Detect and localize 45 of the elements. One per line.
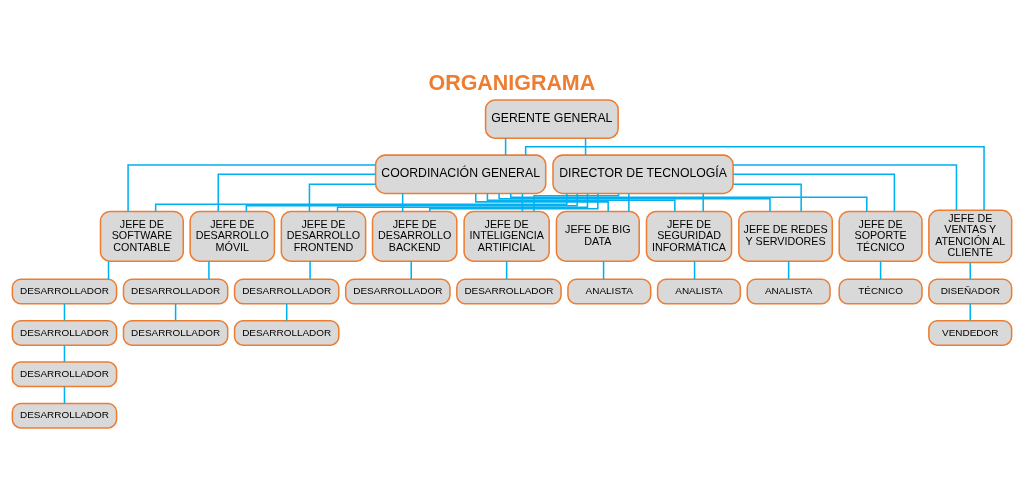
connector <box>969 303 972 322</box>
connector <box>628 192 630 213</box>
connector <box>410 260 412 280</box>
node-box: JEFE DE SOPORTE TÉCNICO <box>838 210 923 263</box>
node-box: TÉCNICO <box>838 278 923 305</box>
node-box: JEFE DE BIG DATA <box>555 210 640 263</box>
connector <box>969 261 972 280</box>
diagram-title: ORGANIGRAMA <box>428 70 596 95</box>
node-box: JEFE DE INTELIGENCIA ARTIFICIAL <box>463 210 550 263</box>
node-box: DESARROLLADOR <box>122 278 229 305</box>
node-box: DESARROLLADOR <box>233 278 340 305</box>
connector <box>309 260 311 280</box>
node-box: JEFE DE VENTAS Y ATENCIÓN AL CLIENTE <box>928 209 1013 264</box>
node-box: VENDEDOR <box>928 319 1013 346</box>
connector <box>702 192 704 213</box>
node-box: DESARROLLADOR <box>344 278 451 305</box>
node-box: JEFE DE DESARROLLO FRONTEND <box>280 210 367 263</box>
node-box: DESARROLLADOR <box>11 361 118 388</box>
node-box: JEFE DE DESARROLLO BACKEND <box>371 210 458 263</box>
node-box: DISEÑADOR <box>928 278 1013 305</box>
node-box: DESARROLLADOR <box>456 278 562 305</box>
node-box: JEFE DE REDES Y SERVIDORES <box>738 210 834 263</box>
node-box: DESARROLLADOR <box>11 402 118 429</box>
node-box: DESARROLLADOR <box>11 278 118 305</box>
node-box: JEFE DE DESARROLLO MÓVIL <box>189 210 276 263</box>
connector <box>732 183 802 212</box>
node-box: DESARROLLADOR <box>122 319 229 346</box>
node-box: DESARROLLADOR <box>233 319 340 346</box>
connector <box>308 183 377 212</box>
node-box: DESARROLLADOR <box>11 319 118 346</box>
node-box: ANALISTA <box>746 278 831 305</box>
node-box: JEFE DE SEGURIDAD INFORMÁTICA <box>645 210 733 263</box>
node-box: COORDINACIÓN GENERAL <box>374 154 547 195</box>
connector <box>533 192 620 213</box>
node-box: DIRECTOR DE TECNOLOGÍA <box>552 154 734 195</box>
node-box: JEFE DE SOFTWARE CONTABLE <box>99 210 184 263</box>
connector <box>732 173 896 212</box>
connector <box>127 164 377 213</box>
node-box: ANALISTA <box>656 278 742 305</box>
connector <box>524 145 985 211</box>
node-box: GERENTE GENERAL <box>484 99 619 140</box>
connector <box>732 164 958 211</box>
node-box: ANALISTA <box>567 278 652 305</box>
connector <box>208 260 210 280</box>
connector <box>217 173 377 212</box>
